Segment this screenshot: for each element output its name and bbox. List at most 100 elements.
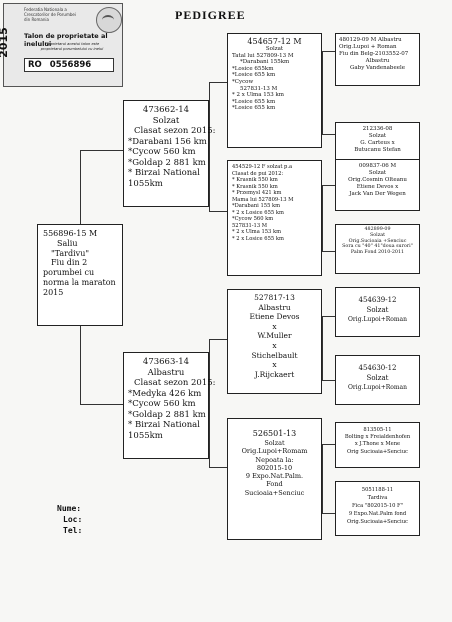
connector <box>209 339 210 468</box>
connector <box>322 316 335 317</box>
connector <box>322 51 323 135</box>
federation-name: Federatia Nationala a Crescatorilor de P… <box>24 7 76 22</box>
ggp-line: Fiu din Belg-2103552-07 <box>339 51 409 57</box>
card-subtitle: Proprietarul acestui talon este propriet… <box>40 42 104 51</box>
federation-logo-icon <box>96 7 122 33</box>
ggp-line: 813505-11 <box>363 427 392 433</box>
dam-line: Albastru <box>147 367 185 378</box>
gp-line: 802015-10 <box>256 463 293 472</box>
gp-line: *Cycow 560 km <box>232 216 274 222</box>
gp-line: x <box>272 340 277 350</box>
subject-line: Fiu din 2 <box>51 258 88 268</box>
ggp-line: 454630-12 <box>358 364 397 372</box>
gp-line: * Przemysl 421 km <box>232 190 282 196</box>
page-title: PEDIGREE <box>175 8 246 22</box>
sire-line: *Goldap 2 881 km <box>128 157 206 168</box>
ggp-line: Tardiva <box>367 495 388 501</box>
subject-line: 2015 <box>43 287 64 297</box>
connector <box>209 467 227 468</box>
gp-line: *Losice 655 km <box>232 72 276 79</box>
card-title: Talon de proprietate al inelului <box>24 32 108 48</box>
connector <box>322 444 323 514</box>
ggp-line: Sora cu "40" 41"doua surori" <box>342 244 413 250</box>
phone-label: Tel: <box>63 526 83 535</box>
sire-line: *Cycow 560 km <box>128 147 196 157</box>
ggp-line: Butucanu Stefan <box>354 147 401 153</box>
connector <box>209 82 210 212</box>
ggp-line: 454639-12 <box>358 296 397 304</box>
sire-line: 473662-14 <box>142 105 190 115</box>
gp-line: Albastru <box>258 302 291 312</box>
gp-line: Tatal lui 527809-13 M <box>232 52 294 59</box>
ggp-box-1: 480129-09 M Albastru Orig.Lupoi + Roman … <box>335 33 420 86</box>
ggp-box-8: 5051188-11 Tardiva Fica "802015-10 F" 9 … <box>335 481 420 536</box>
gp-line: Stichelbault <box>251 350 298 360</box>
ggp-line: Orig.Cosmin Olteanu <box>348 177 407 183</box>
gp-line: 527831-13 M <box>232 222 268 229</box>
ggp-box-5: 454639-12 Solzat Orig.Lupoi+Roman <box>335 287 420 337</box>
gp-line: J.Rijckaert <box>254 369 295 379</box>
connector <box>80 150 124 151</box>
ggp-line: Solzat <box>366 373 389 382</box>
subject-line: norma la maraton <box>43 277 116 287</box>
dam-box: 473663-14 Albastru Clasat sezon 2015: *M… <box>123 352 216 459</box>
ggp-box-2: 212336-08 Solzat G. Carteus x Butucanu S… <box>335 122 420 162</box>
gp-line: *Cycow <box>232 78 254 85</box>
gp-line: Mama lui 527809-13 M <box>232 196 294 203</box>
gp-line: Fond <box>266 480 283 489</box>
ggp-line: Orig.Sucioaia +Senciuc <box>348 238 407 244</box>
ggp-line: x J.Thone x Mene <box>354 441 401 448</box>
location-label: Loc: <box>63 515 83 524</box>
dam-line: Clasat sezon 2015: <box>134 378 216 388</box>
subject-box: 556896-15 M Saliu "Tardivu" Fiu din 2 po… <box>37 224 123 326</box>
gp-line: Orig.Lupoi+Romam <box>241 447 308 456</box>
dam-line: *Cycow 560 km <box>128 399 196 409</box>
ggp-line: Solzat <box>368 170 387 176</box>
dam-line: *Medyka 426 km <box>128 388 202 399</box>
ggp-box-7: 813505-11 Bolting x Freialdenhofen x J.T… <box>335 422 420 468</box>
connector <box>209 339 227 340</box>
ggp-line: G. Carteus x <box>360 140 395 146</box>
dam-line: *Goldap 2 881 km <box>128 409 206 420</box>
gp-line: *Losice 655 km <box>232 98 276 105</box>
gp-line: x <box>272 321 277 331</box>
subject-line: 556896-15 M <box>43 229 98 238</box>
dam-line: 473663-14 <box>142 357 190 367</box>
ggp-line: Orig.Lupoi+Roman <box>348 316 407 323</box>
ggp-line: 009837-06 M <box>358 163 397 169</box>
connector <box>322 380 335 381</box>
connector <box>322 316 323 381</box>
owner-contact: Nume: Loc: Tel: <box>57 503 82 536</box>
dam-line: * Birzai National <box>128 420 200 430</box>
connector <box>322 444 335 445</box>
connector <box>322 251 335 252</box>
connector <box>80 150 81 225</box>
ggp-line: Solzat <box>369 232 386 238</box>
grandsire-maternal-box: 527817-13 Albastru Etiene Devos x W.Mull… <box>227 289 322 394</box>
connector <box>322 134 335 135</box>
gp-line: 527831-13 M <box>240 85 278 92</box>
gp-line: *Darabani 155 km <box>232 203 281 209</box>
connector <box>80 325 81 405</box>
ggp-box-6: 454630-12 Solzat Orig.Lupoi+Roman <box>335 355 420 405</box>
ggp-line: Orig Sucioaia+Senciuc <box>347 448 408 455</box>
gp-line: Solzat <box>264 439 285 447</box>
gp-line: * 2 x Ulma 153 km <box>232 229 282 235</box>
gp-line: 454529-12 F solzat p.a <box>232 164 293 170</box>
sire-line: * Birzai National <box>128 168 200 178</box>
gp-line: * 2 x Ulma 153 km <box>232 92 285 99</box>
ring-year: 2015 <box>0 27 10 58</box>
ggp-line: Solzat <box>368 133 387 139</box>
connector <box>322 513 335 514</box>
gp-line: 454657-12 M <box>247 37 302 46</box>
ring-prefix: RO <box>28 60 42 70</box>
gp-line: Sucioaia+Senciuc <box>244 488 305 497</box>
gp-line: *Losice 655km <box>232 65 274 72</box>
ggp-line: Etiene Devos x <box>356 184 399 190</box>
ggp-line: 212336-08 <box>362 126 393 132</box>
sire-line: *Darabani 156 km <box>128 136 207 147</box>
ggp-line: Palm Fond 2010-2011 <box>350 250 405 256</box>
connector <box>322 185 323 252</box>
ggp-line: Bolting x Freialdenhofen <box>344 434 411 441</box>
gp-line: * Krasnik 550 km <box>232 183 278 190</box>
